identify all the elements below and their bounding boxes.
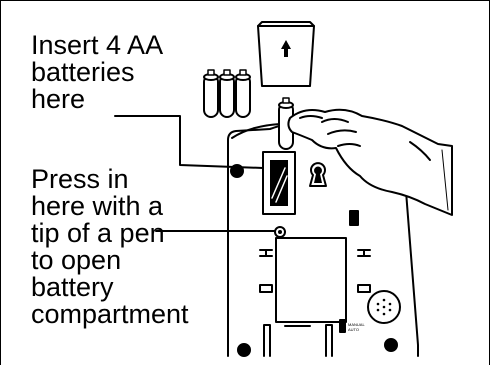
hand-icon — [278, 97, 453, 216]
mode-switch-label: MANUAL AUTO — [348, 322, 365, 332]
press-release-label: Press in here with a tip of a pen to ope… — [31, 164, 189, 329]
screw — [384, 338, 398, 352]
battery — [203, 69, 219, 118]
insert-batteries-label: Insert 4 AA batteries here — [31, 30, 164, 114]
speaker-grille-icon — [367, 290, 401, 324]
release-button[interactable] — [274, 226, 286, 238]
screw — [237, 343, 251, 357]
up-arrow-icon — [281, 40, 291, 57]
battery — [219, 69, 235, 118]
mode-switch[interactable] — [339, 319, 346, 333]
battery-icon — [203, 69, 251, 118]
keyhole-slot — [309, 162, 327, 187]
pointer-line-insert — [114, 115, 264, 169]
battery — [235, 69, 251, 118]
battery-door — [257, 21, 315, 87]
battery-compartment[interactable] — [262, 151, 296, 215]
